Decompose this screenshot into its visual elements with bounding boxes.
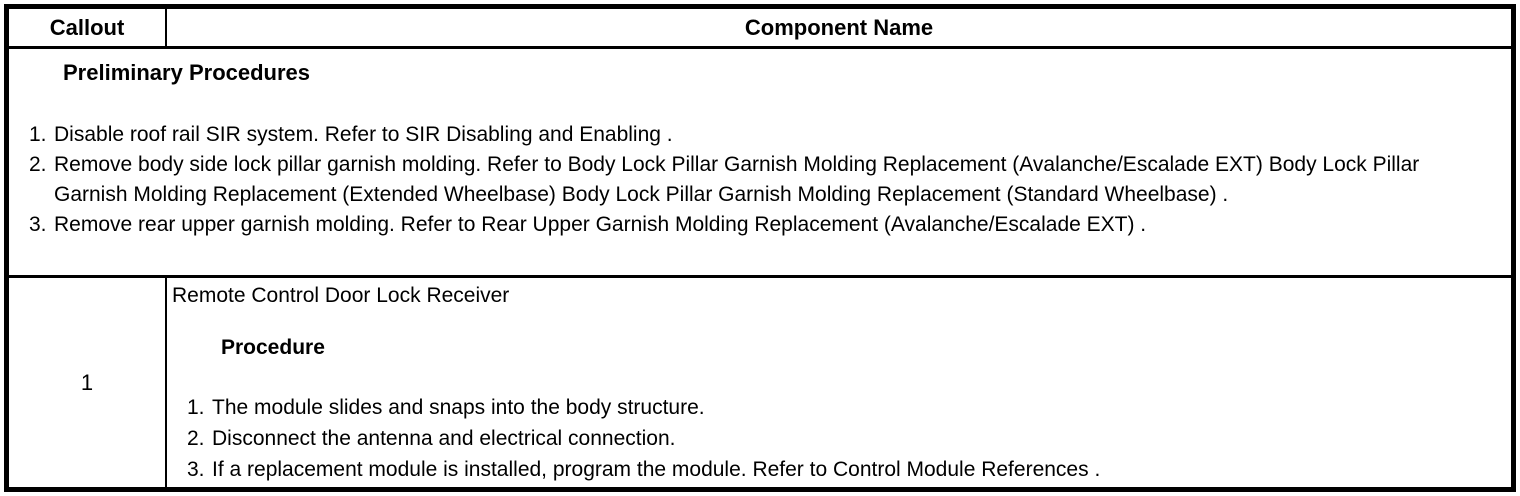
step-text: The module slides and snaps into the bod… — [212, 396, 705, 419]
procedure-steps-list: 1. The module slides and snaps into the … — [172, 392, 1511, 485]
component-cell: Remote Control Door Lock Receiver Proced… — [167, 278, 1511, 487]
step-number: 1. — [29, 123, 47, 146]
step-number: 3. — [29, 213, 47, 236]
component-name-column-header: Component Name — [744, 14, 934, 40]
preliminary-procedures-row: Preliminary Procedures 1. Disable roof r… — [9, 49, 1511, 278]
parts-table: Callout Component Name Preliminary Proce… — [4, 4, 1516, 492]
step-number: 3. — [187, 458, 205, 481]
step-text: Remove rear upper garnish molding. Refer… — [54, 213, 1147, 236]
preliminary-step: 2. Remove body side lock pillar garnish … — [9, 150, 1511, 210]
procedure-step: 3. If a replacement module is installed,… — [172, 454, 1511, 485]
step-text: Remove body side lock pillar garnish mol… — [54, 153, 1420, 206]
procedure-step: 2. Disconnect the antenna and electrical… — [172, 423, 1511, 454]
step-number: 2. — [29, 153, 47, 176]
preliminary-procedures-title: Preliminary Procedures — [63, 60, 311, 85]
table-header-row: Callout Component Name — [9, 9, 1511, 49]
callout-column-header: Callout — [9, 9, 167, 46]
preliminary-step: 3. Remove rear upper garnish molding. Re… — [9, 210, 1511, 240]
procedure-step: 1. The module slides and snaps into the … — [172, 392, 1511, 423]
step-text: Disconnect the antenna and electrical co… — [212, 427, 676, 450]
step-number: 1. — [187, 396, 205, 419]
step-text: Disable roof rail SIR system. Refer to S… — [54, 123, 673, 146]
preliminary-steps-list: 1. Disable roof rail SIR system. Refer t… — [9, 120, 1511, 240]
table-row: 1 Remote Control Door Lock Receiver Proc… — [9, 278, 1511, 487]
step-number: 2. — [187, 427, 205, 450]
callout-cell: 1 — [9, 278, 167, 487]
step-text: If a replacement module is installed, pr… — [212, 458, 1101, 481]
preliminary-step: 1. Disable roof rail SIR system. Refer t… — [9, 120, 1511, 150]
procedure-heading: Procedure — [221, 336, 325, 359]
component-name: Remote Control Door Lock Receiver — [172, 284, 510, 307]
